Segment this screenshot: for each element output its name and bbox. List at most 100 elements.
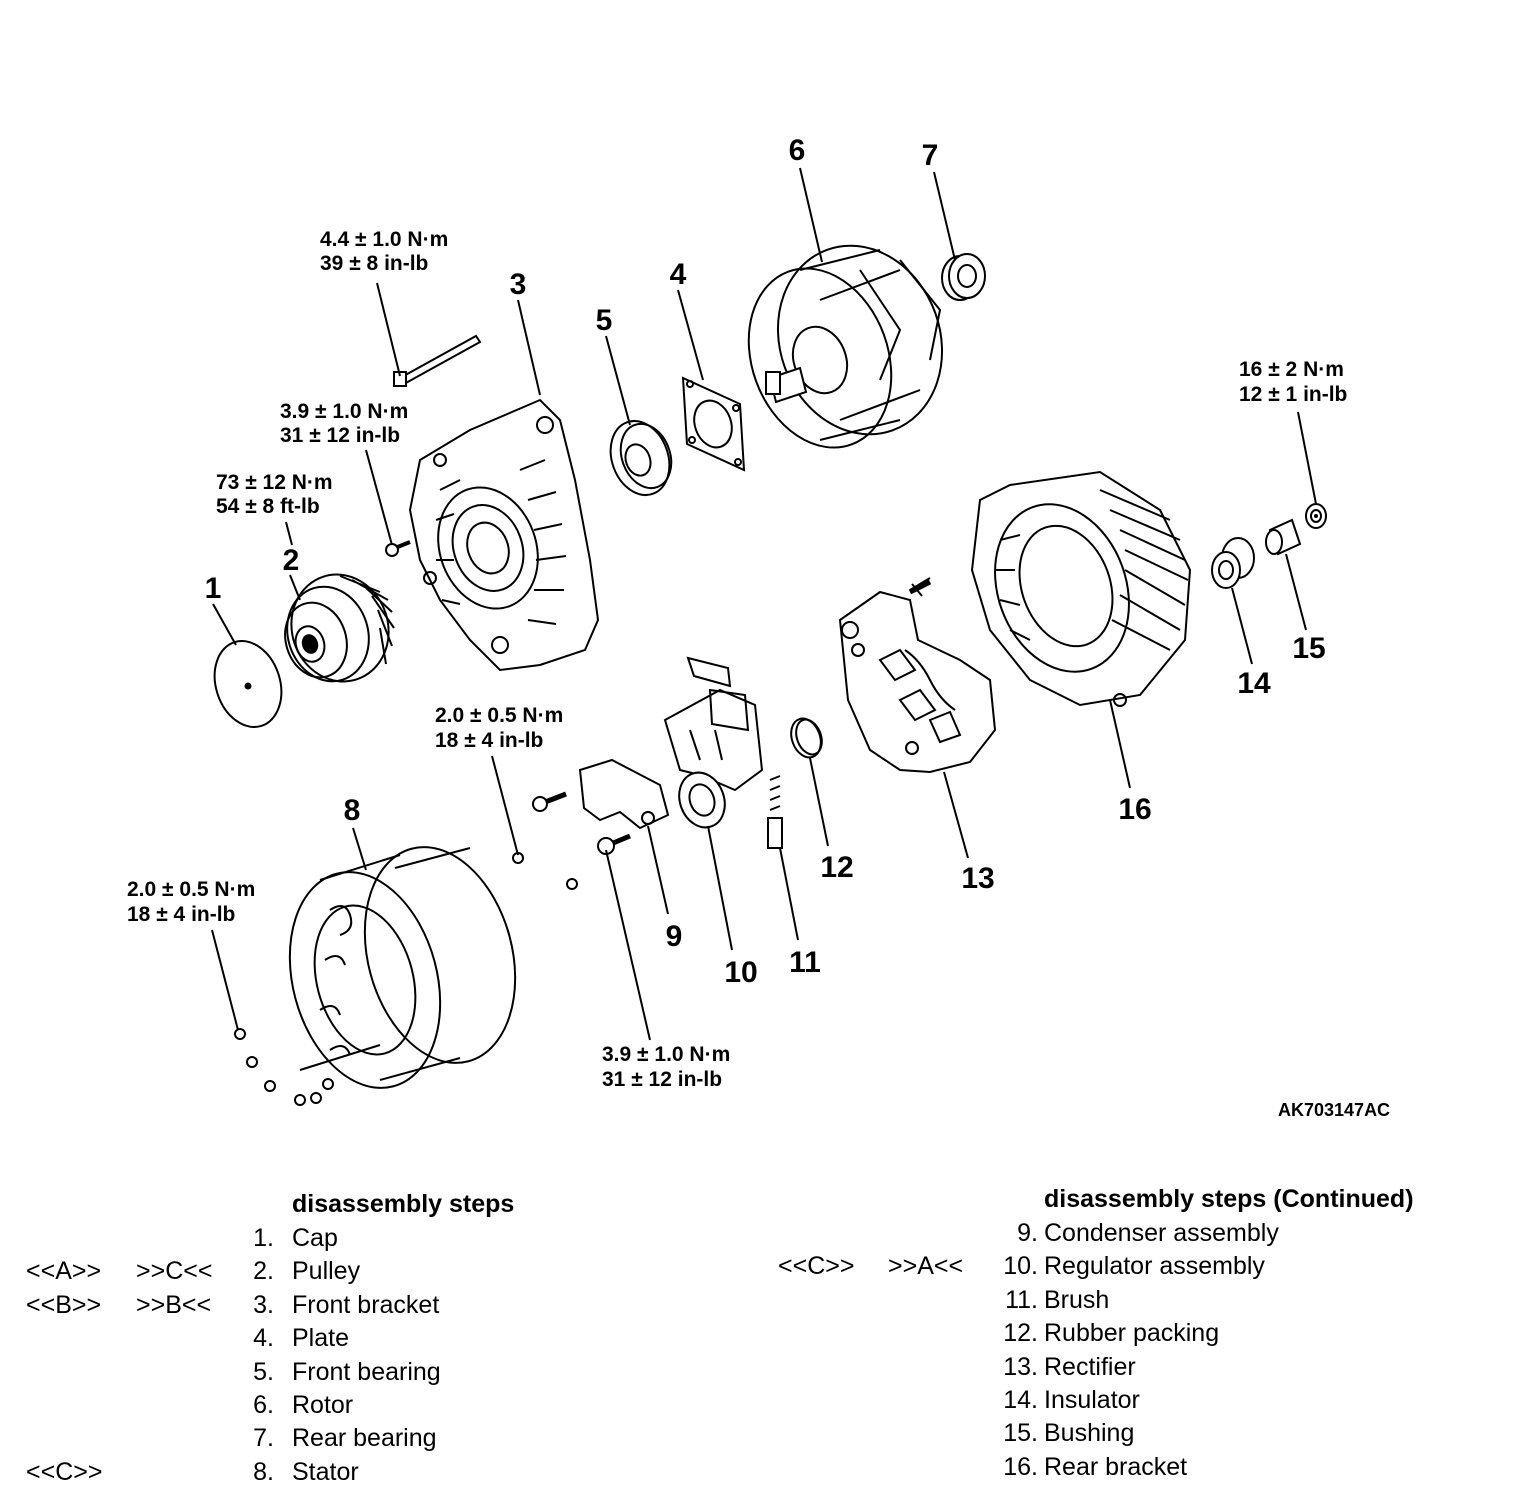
part-brush xyxy=(767,775,783,849)
callout-2: 2 xyxy=(283,544,300,577)
step-row: <<B>> >>B<< 3. Front bracket xyxy=(26,1289,726,1322)
callout-1: 1 xyxy=(205,572,222,605)
step-number: 1. xyxy=(253,1224,274,1252)
callout-8: 8 xyxy=(344,794,361,827)
step-marker-b: >>B<< xyxy=(136,1291,212,1319)
figure-code: AK703147AC xyxy=(1278,1100,1390,1120)
part-cap xyxy=(213,640,283,728)
step-row: 12. Rubber packing xyxy=(778,1317,1518,1350)
part-rear-bracket xyxy=(970,470,1192,707)
torque-6-line1: 2.0 ± 0.5 N·m xyxy=(127,878,255,901)
step-number: 8. xyxy=(253,1458,274,1486)
step-number: 15. xyxy=(1003,1419,1038,1447)
callout-14: 14 xyxy=(1237,667,1271,700)
torque-7-line2: 31 ± 12 in-lb xyxy=(602,1068,722,1091)
step-number: 6. xyxy=(253,1391,274,1419)
screws-regulator xyxy=(512,791,631,890)
part-rubber-packing xyxy=(790,717,823,759)
callout-4: 4 xyxy=(670,258,687,291)
steps-right: disassembly steps (Continued) 9. Condens… xyxy=(778,1183,1518,1493)
step-number: 5. xyxy=(253,1358,274,1386)
torque-6-line2: 18 ± 4 in-lb xyxy=(127,903,235,926)
step-name: Rectifier xyxy=(1044,1353,1136,1381)
step-marker-b: >>C<< xyxy=(136,1257,213,1285)
step-number: 2. xyxy=(253,1257,274,1285)
part-condenser xyxy=(578,758,670,830)
step-marker-b: >>A<< xyxy=(888,1252,964,1280)
part-insulator xyxy=(1211,537,1255,589)
step-row: 6. Rotor xyxy=(26,1389,726,1422)
step-number: 13. xyxy=(1003,1353,1038,1381)
step-name: Rotor xyxy=(292,1391,354,1419)
torque-4-line1: 16 ± 2 N·m xyxy=(1239,358,1344,381)
torque-2-line2: 31 ± 12 in-lb xyxy=(280,424,400,447)
step-marker-a: <<B>> xyxy=(26,1291,102,1319)
part-front-bearing xyxy=(609,420,673,496)
step-name: Stator xyxy=(292,1458,359,1486)
step-name: Front bracket xyxy=(292,1291,440,1319)
step-row: 7. Rear bearing xyxy=(26,1422,726,1455)
leader-lines xyxy=(211,167,1317,1041)
callout-12: 12 xyxy=(820,851,853,884)
part-rear-bearing xyxy=(941,253,986,301)
step-name: Brush xyxy=(1044,1286,1110,1314)
part-rectifier xyxy=(838,577,997,774)
step-row: 4. Plate xyxy=(26,1322,726,1355)
step-name: Regulator assembly xyxy=(1044,1252,1265,1280)
torque-4-line2: 12 ± 1 in-lb xyxy=(1239,383,1347,406)
step-name: Pulley xyxy=(292,1257,361,1285)
step-row: 1. Cap xyxy=(26,1222,726,1255)
torque-5-line2: 18 ± 4 in-lb xyxy=(435,729,543,752)
part-regulator xyxy=(663,656,764,829)
step-marker-a: <<A>> xyxy=(26,1257,102,1285)
step-number: 12. xyxy=(1003,1319,1038,1347)
step-number: 10. xyxy=(1003,1252,1038,1280)
callout-5: 5 xyxy=(596,304,613,337)
step-row: <<C>> 8. Stator xyxy=(26,1456,726,1489)
step-number: 11. xyxy=(1005,1286,1038,1314)
screw-front-bracket xyxy=(385,540,411,557)
bolt-long xyxy=(393,334,482,387)
step-number: 7. xyxy=(253,1424,274,1452)
bolt-rectifier xyxy=(908,579,932,595)
step-row: 11. Brush xyxy=(778,1284,1518,1317)
steps-left: disassembly steps 1. Cap <<A>> >>C<< 2. … xyxy=(26,1188,726,1498)
callout-6: 6 xyxy=(789,134,806,167)
alternator-exploded-diagram: 1 2 3 4 5 6 7 8 9 10 11 12 13 14 15 16 4… xyxy=(127,134,1390,1120)
step-name: Rubber packing xyxy=(1044,1319,1220,1347)
callout-7: 7 xyxy=(922,139,939,172)
callout-10: 10 xyxy=(724,956,757,989)
torque-3-line2: 54 ± 8 ft-lb xyxy=(216,495,320,518)
callout-15: 15 xyxy=(1292,632,1325,665)
step-name: Insulator xyxy=(1044,1386,1140,1414)
torque-1-line1: 4.4 ± 1.0 N·m xyxy=(320,228,448,251)
torque-2-line1: 3.9 ± 1.0 N·m xyxy=(280,400,408,423)
step-marker-a: <<C>> xyxy=(778,1252,855,1280)
step-number: 16. xyxy=(1003,1453,1038,1481)
step-row: 15. Bushing xyxy=(778,1417,1518,1450)
nut-rear xyxy=(1314,514,1318,518)
step-row: <<C>> >>A<< 10. Regulator assembly xyxy=(778,1250,1518,1283)
step-name: Condenser assembly xyxy=(1044,1219,1279,1247)
step-name: Plate xyxy=(292,1324,349,1352)
step-row: 16. Rear bracket xyxy=(778,1451,1518,1484)
part-plate xyxy=(681,376,746,472)
callout-16: 16 xyxy=(1118,793,1151,826)
step-number: 9. xyxy=(1017,1219,1038,1247)
step-number: 3. xyxy=(253,1291,274,1319)
steps-left-heading: disassembly steps xyxy=(292,1190,515,1218)
step-name: Rear bearing xyxy=(292,1424,437,1452)
step-row: 14. Insulator xyxy=(778,1384,1518,1417)
part-pulley xyxy=(284,573,395,683)
step-marker-a: <<C>> xyxy=(26,1458,103,1486)
part-stator xyxy=(288,846,517,1089)
steps-right-heading: disassembly steps (Continued) xyxy=(1044,1185,1414,1213)
torque-5-line1: 2.0 ± 0.5 N·m xyxy=(435,704,563,727)
callout-9: 9 xyxy=(666,920,683,953)
callout-11: 11 xyxy=(789,946,821,979)
step-name: Rear bracket xyxy=(1044,1453,1188,1481)
callout-3: 3 xyxy=(510,268,527,301)
part-rotor xyxy=(747,244,944,449)
step-row: 9. Condenser assembly xyxy=(778,1217,1518,1250)
part-front-bracket xyxy=(408,398,600,672)
